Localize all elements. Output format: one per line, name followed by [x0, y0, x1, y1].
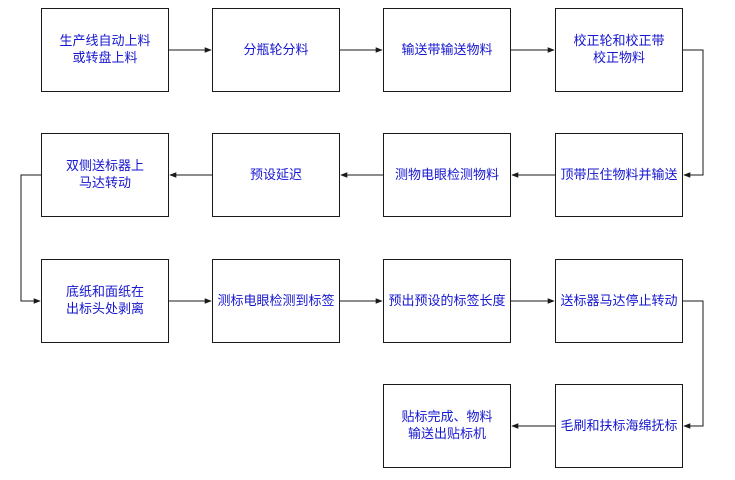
step-label: 预设延迟 [249, 167, 302, 183]
step-label-sensor-detect: 测标电眼检测到标签 [212, 259, 340, 343]
step-label: 送标器马达停止转动 [560, 293, 678, 309]
step-labeling-complete: 贴标完成、物料 输送出贴标机 [383, 384, 511, 468]
step-label: 测标电眼检测到标签 [217, 293, 335, 309]
step-label: 贴标完成、物料 输送出贴标机 [401, 410, 493, 442]
step-preset-delay: 预设延迟 [212, 133, 340, 217]
step-brush-smoothing: 毛刷和扶标海绵抚标 [555, 384, 683, 468]
step-correction-wheel: 校正轮和校正带 校正物料 [555, 8, 683, 92]
step-auto-feeding: 生产线自动上料 或转盘上料 [41, 8, 169, 92]
step-label: 校正轮和校正带 校正物料 [573, 34, 665, 66]
step-object-sensor-detect: 测物电眼检测物料 [383, 133, 511, 217]
connector-b5-to-b9 [20, 174, 41, 304]
connector-b4-to-b8 [683, 49, 704, 178]
step-label: 预出预设的标签长度 [388, 293, 506, 309]
step-label: 顶带压住物料并输送 [560, 167, 678, 183]
step-label: 底纸和面纸在 出标头处剥离 [65, 285, 144, 317]
step-label: 双侧送标器上 马达转动 [65, 159, 144, 191]
connector-b12-to-b14 [683, 300, 704, 429]
step-conveyor-transport: 输送带输送物料 [383, 8, 511, 92]
step-pre-dispense-length: 预出预设的标签长度 [383, 259, 511, 343]
step-label: 生产线自动上料 或转盘上料 [59, 34, 151, 66]
step-label: 毛刷和扶标海绵抚标 [560, 418, 678, 434]
step-label: 分瓶轮分料 [243, 42, 309, 58]
step-label: 测物电眼检测物料 [394, 167, 499, 183]
step-top-belt-press: 顶带压住物料并输送 [555, 133, 683, 217]
step-motor-stop: 送标器马达停止转动 [555, 259, 683, 343]
step-label: 输送带输送物料 [401, 42, 493, 58]
step-label-motor-rotate: 双侧送标器上 马达转动 [41, 133, 169, 217]
step-liner-peel: 底纸和面纸在 出标头处剥离 [41, 259, 169, 343]
step-bottle-wheel-separation: 分瓶轮分料 [212, 8, 340, 92]
